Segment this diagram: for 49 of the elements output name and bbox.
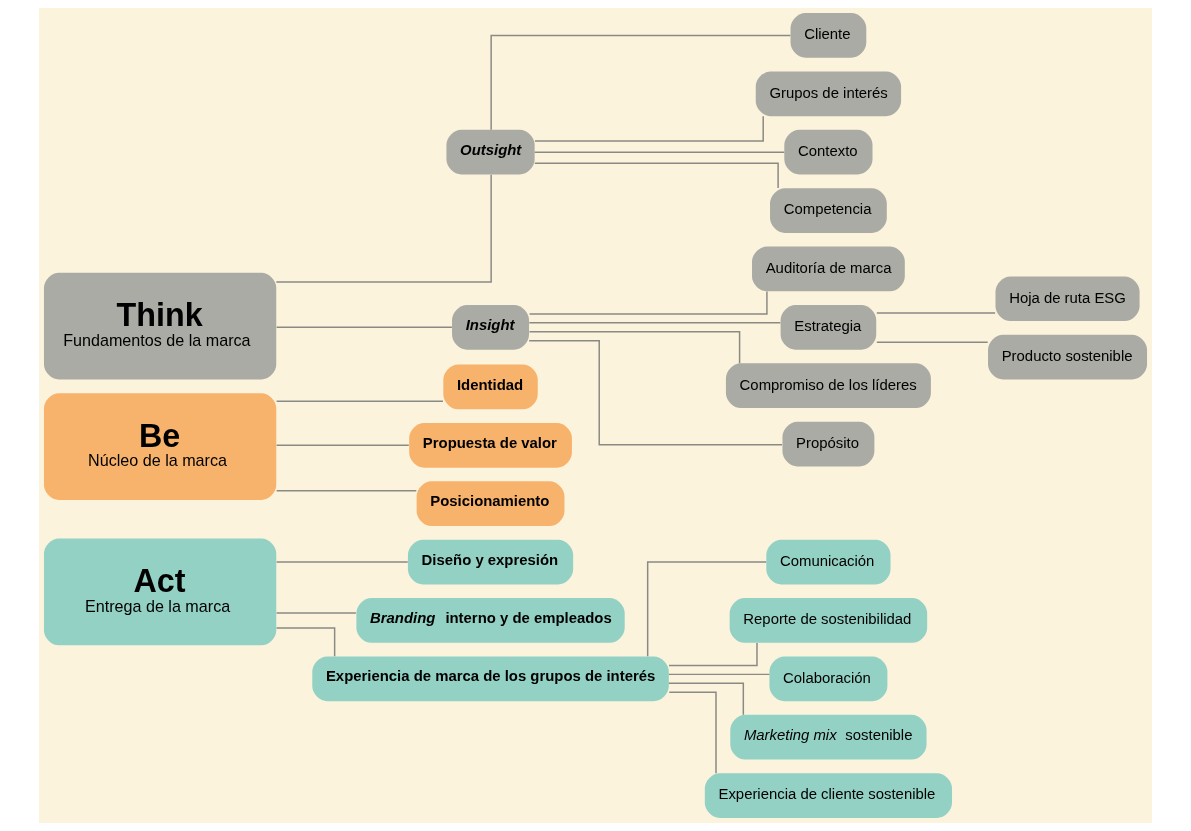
connector [275, 612, 357, 614]
node-box: Grupos de interés [755, 71, 902, 117]
connector [275, 444, 410, 447]
connector [275, 174, 492, 283]
node-box: Posicionamiento [416, 481, 565, 527]
node-box: Propuesta de valor [409, 422, 572, 468]
node-box: Experiencia de cliente sostenible [704, 773, 952, 818]
node-box: Marketing mix sostenible [730, 714, 927, 760]
node-box: Compromiso de los líderes [725, 363, 931, 409]
node-box: Be Núcleo de la marca [43, 393, 277, 500]
connector [668, 691, 717, 774]
node-box: Identidad [443, 364, 538, 410]
node-box: Producto sostenible [988, 334, 1148, 380]
node-box: Comunicación [766, 539, 891, 585]
node-box: Reporte de sostenibilidad [729, 598, 928, 643]
node-box: Insight [452, 304, 530, 350]
node-box: Diseño y expresión [407, 539, 574, 585]
connector [275, 627, 336, 658]
node-box: Colaboración [769, 656, 888, 702]
node-box: Competencia [770, 188, 887, 233]
connector [646, 561, 767, 658]
node-box: Act Entrega de la marca [43, 538, 277, 646]
connector [876, 341, 989, 343]
connector [668, 642, 758, 667]
node-box: Outsight [446, 129, 535, 175]
connector [668, 682, 745, 716]
node-box: Estrategia [780, 304, 877, 350]
connector [275, 489, 418, 492]
connector [528, 331, 741, 364]
connector [876, 312, 996, 314]
node-box: Experiencia de marca de los grupos de interés [312, 656, 669, 702]
connector [275, 561, 409, 563]
node-box: Cliente [790, 13, 867, 58]
connector [528, 322, 782, 324]
connector [490, 34, 792, 131]
node-box: Think Fundamentos de la marca [43, 272, 277, 380]
node-box: Hoja de ruta ESG [995, 276, 1140, 322]
connector [533, 151, 785, 153]
node-box: Branding interno y de empleados [356, 598, 625, 643]
connector [275, 326, 453, 329]
connector [528, 339, 783, 446]
connector [534, 162, 779, 189]
node-box: Auditoría de marca [752, 246, 905, 292]
connector [528, 290, 768, 315]
connector [668, 673, 771, 676]
node-box: Propósito [782, 421, 875, 467]
node-box: Contexto [784, 129, 873, 175]
connector [534, 115, 764, 142]
connector [275, 400, 444, 402]
